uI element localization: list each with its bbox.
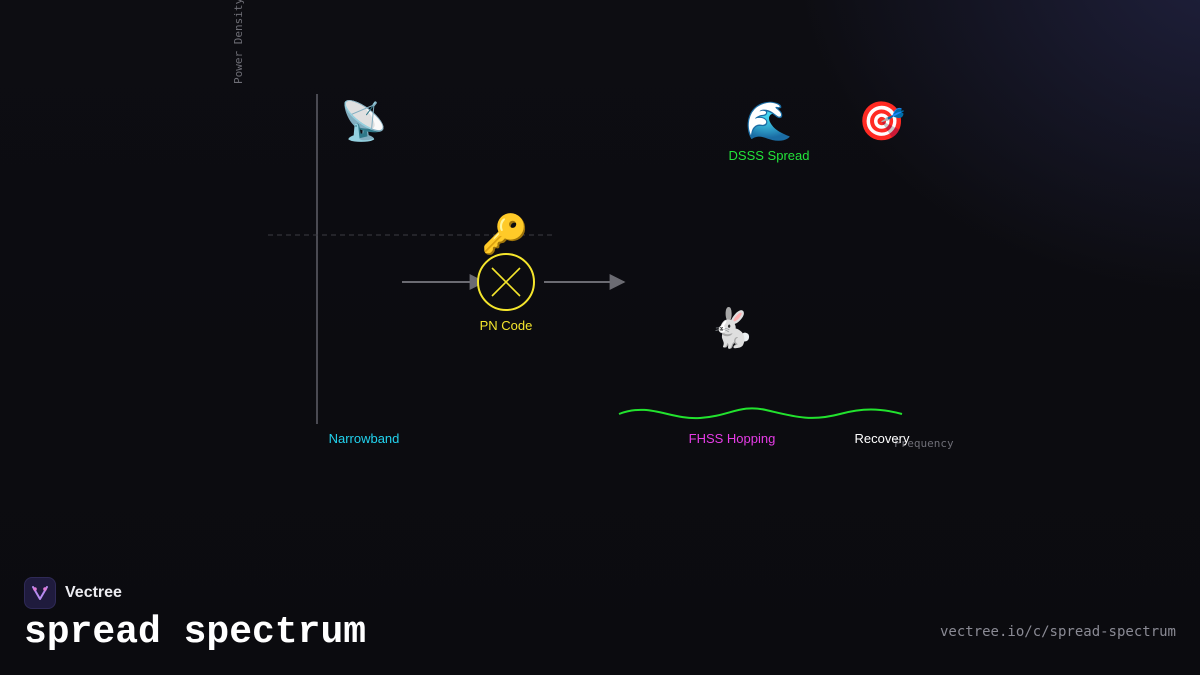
fhss-wave	[618, 407, 903, 420]
page-title: spread spectrum	[24, 611, 367, 654]
target-icon: 🎯	[858, 99, 905, 143]
water-wave-icon: 🌊	[745, 99, 792, 143]
page-url[interactable]: vectree.io/c/spread-spectrum	[939, 624, 1176, 640]
recovery-label: Recovery	[855, 431, 910, 446]
dsss-spread-label: DSSS Spread	[729, 148, 810, 163]
brand-name: Vectree	[65, 584, 122, 601]
satellite-antenna-icon: 📡	[340, 97, 387, 143]
vectree-logo-icon	[24, 577, 56, 609]
fhss-hopping-label: FHSS Hopping	[689, 431, 776, 446]
rabbit-icon: 🐇	[708, 306, 755, 350]
pn-code-label: PN Code	[480, 318, 533, 333]
x-axis-label: Frequency	[894, 437, 954, 450]
y-axis-label: Power Density	[232, 0, 245, 84]
narrowband-label: Narrowband	[329, 431, 400, 446]
key-icon: 🔑	[481, 211, 528, 257]
brand: Vectree	[24, 577, 122, 609]
mixer-symbol	[477, 253, 535, 311]
